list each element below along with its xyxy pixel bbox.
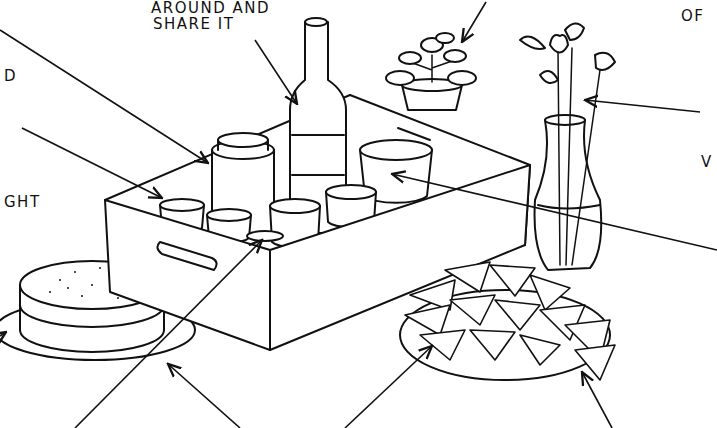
callout-label: D bbox=[3, 68, 18, 85]
callout-label: AROUND AND bbox=[150, 0, 271, 17]
box-front bbox=[105, 200, 270, 350]
callout-label: GHT bbox=[3, 194, 42, 211]
callout-label: V bbox=[700, 154, 714, 171]
leader-line bbox=[255, 40, 297, 104]
callout-label: SHARE IT bbox=[152, 16, 235, 33]
callout-label: OF bbox=[680, 8, 705, 25]
